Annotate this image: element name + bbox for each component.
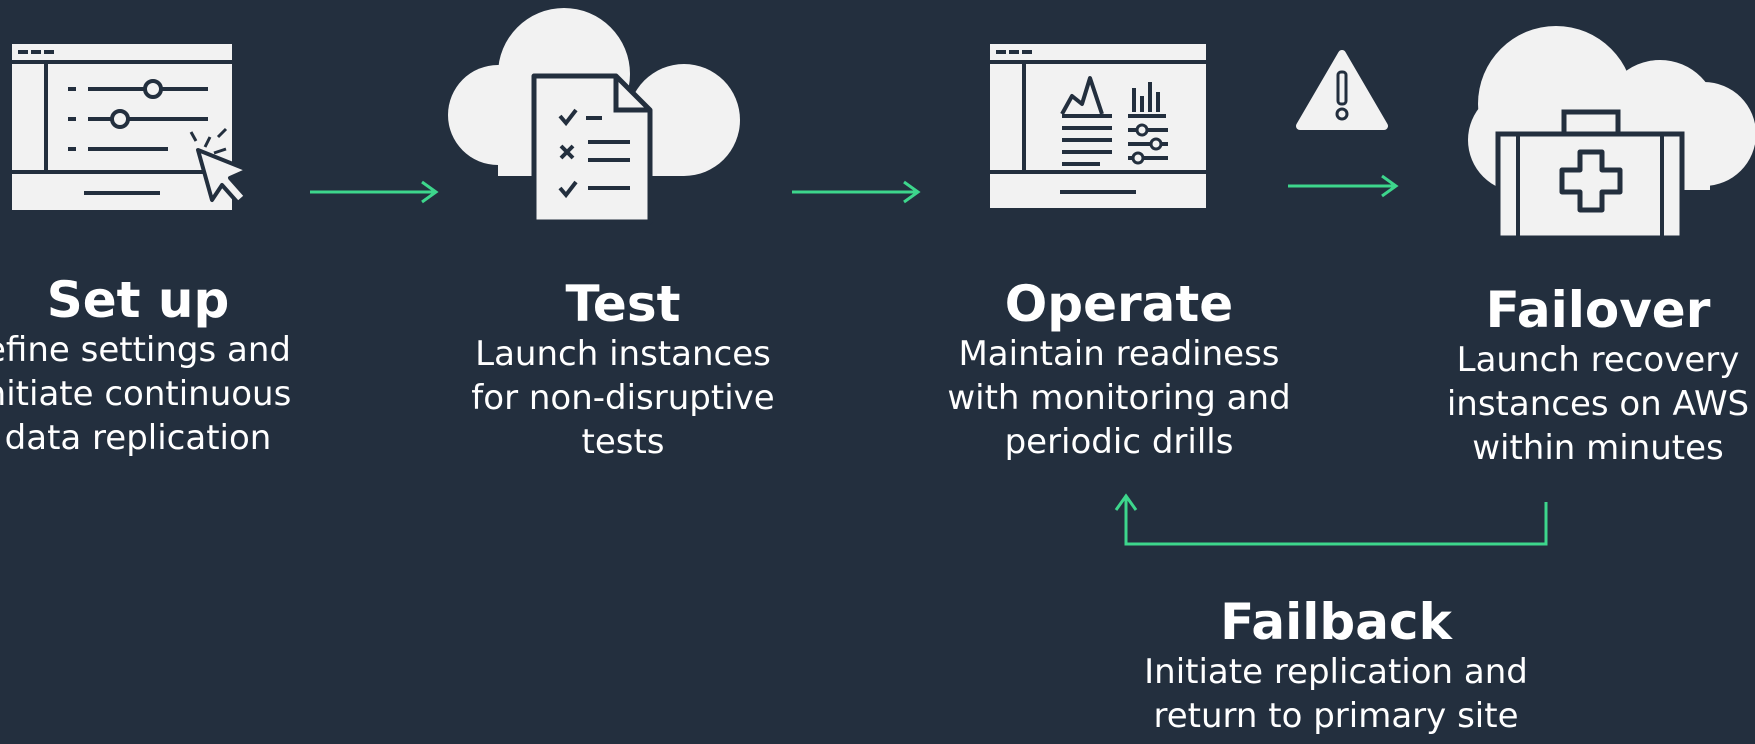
step-operate-title: Operate xyxy=(1004,275,1234,333)
step-setup-title: Set up xyxy=(46,271,230,329)
step-failover-title: Failover xyxy=(1485,281,1711,339)
step-failback: Failback Initiate replication and return… xyxy=(1116,594,1556,738)
cloud-first-aid-icon xyxy=(1468,26,1755,241)
step-test-title: Test xyxy=(565,275,681,333)
dashboard-window-icon xyxy=(990,44,1206,208)
step-failover: Failover Launch recovery instances on AW… xyxy=(1418,282,1755,470)
arrow-setup-to-test xyxy=(310,180,439,204)
step-failback-description: Initiate replication and return to prima… xyxy=(1144,652,1528,736)
step-setup: Set up efine settings and nitiate contin… xyxy=(0,272,308,460)
step-setup-description: efine settings and nitiate continuous da… xyxy=(0,330,292,458)
cloud-checklist-icon xyxy=(448,8,740,225)
arrow-failover-to-operate xyxy=(1114,493,1548,546)
arrow-test-to-operate xyxy=(792,180,921,204)
step-operate: Operate Maintain readiness with monitori… xyxy=(909,276,1329,464)
arrow-operate-to-failover xyxy=(1288,174,1399,198)
step-test-description: Launch instances for non-disruptive test… xyxy=(471,334,775,462)
step-test: Test Launch instances for non-disruptive… xyxy=(438,276,808,464)
settings-window-icon xyxy=(12,44,250,210)
step-failover-description: Launch recovery instances on AWS within … xyxy=(1446,340,1750,468)
step-failback-title: Failback xyxy=(1220,593,1452,651)
step-operate-description: Maintain readiness with monitoring and p… xyxy=(947,334,1291,462)
warning-icon xyxy=(1296,50,1388,130)
